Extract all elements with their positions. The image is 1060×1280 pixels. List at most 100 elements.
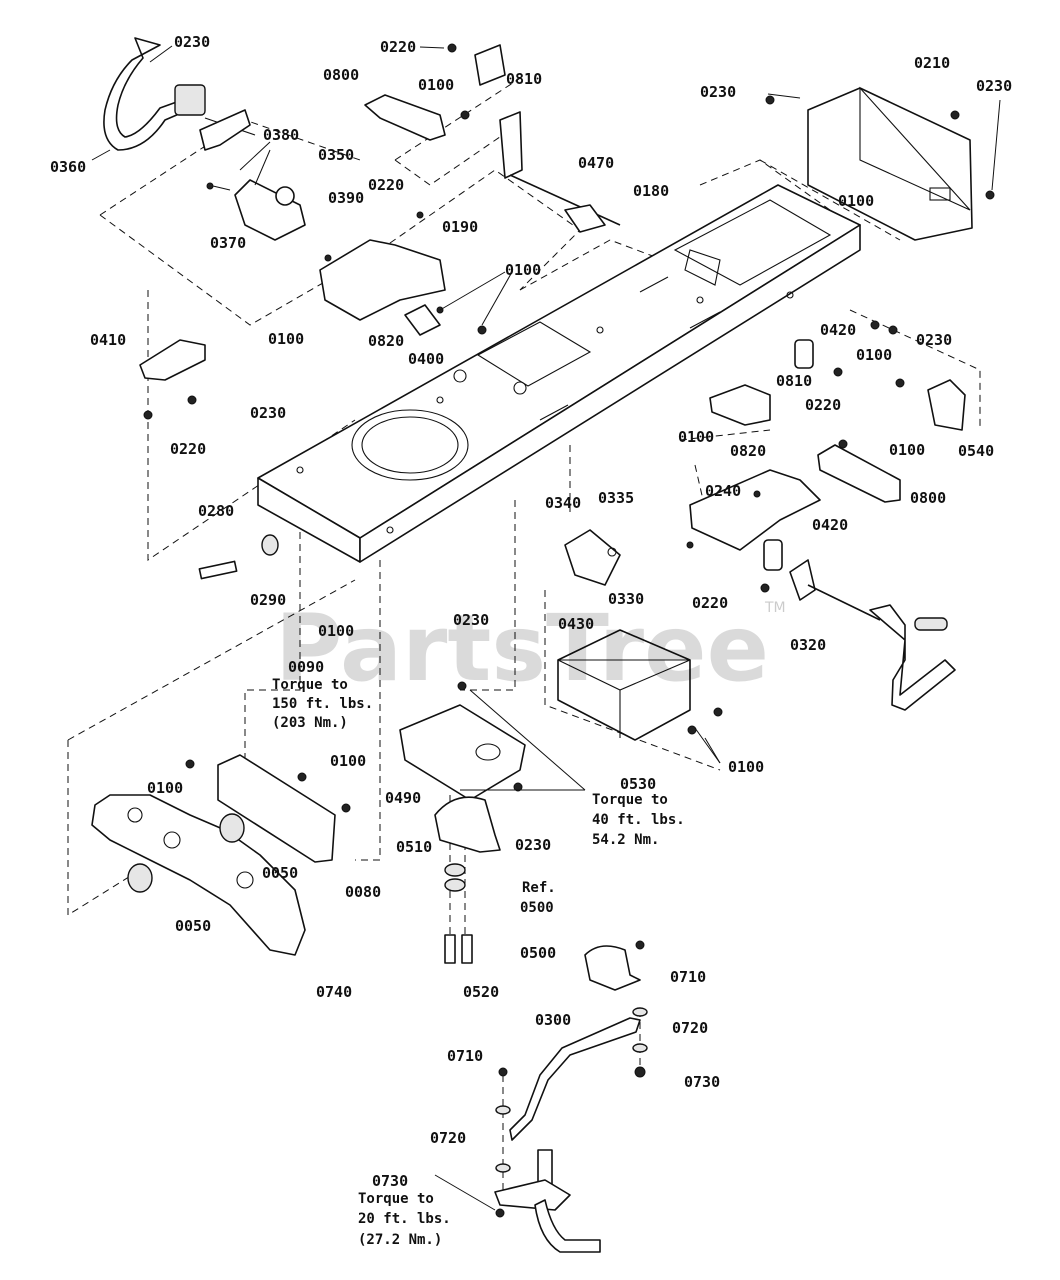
- label-0810: 0810: [506, 70, 542, 88]
- label-0820: 0820: [730, 442, 766, 460]
- label-0740: 0740: [316, 983, 352, 1001]
- label-0420: 0420: [820, 321, 856, 339]
- housing-0430: [557, 629, 723, 741]
- label-0220: 0220: [692, 594, 728, 612]
- note-line: 20 ft. lbs.: [358, 1211, 451, 1227]
- label-0300: 0300: [535, 1011, 571, 1029]
- bracket-0400: [404, 304, 487, 336]
- label-0220: 0220: [170, 440, 206, 458]
- bushing-0050-upper: [219, 813, 245, 843]
- label-0800: 0800: [323, 66, 359, 84]
- leader-lines: [91, 45, 1001, 1211]
- bracket-0800-right: [817, 439, 901, 503]
- label-0230: 0230: [453, 611, 489, 629]
- label-0420: 0420: [812, 516, 848, 534]
- watermark: PartsTree: [275, 595, 769, 702]
- label-0500: 0500: [520, 944, 556, 962]
- label-0230: 0230: [250, 404, 286, 422]
- label-0220: 0220: [805, 396, 841, 414]
- label-0050: 0050: [175, 917, 211, 935]
- main-frame-0180: [257, 184, 861, 563]
- washer-0280: [261, 534, 279, 556]
- label-0230: 0230: [700, 83, 736, 101]
- label-0380: 0380: [263, 126, 299, 144]
- label-0470: 0470: [578, 154, 614, 172]
- label-0100: 0100: [856, 346, 892, 364]
- front-axle-0740: [91, 794, 306, 956]
- bracket-0540: [870, 320, 966, 431]
- bracket-0370: [206, 179, 306, 241]
- label-0810: 0810: [776, 372, 812, 390]
- label-0710: 0710: [447, 1047, 483, 1065]
- bolt-0290: [198, 560, 238, 580]
- label-0720: 0720: [672, 1019, 708, 1037]
- note-line: (27.2 Nm.): [358, 1232, 442, 1248]
- label-0220: 0220: [368, 176, 404, 194]
- bushing-0050-lower: [127, 863, 153, 893]
- label-0100: 0100: [147, 779, 183, 797]
- sector-gear-0500: [584, 940, 645, 991]
- bracket-0190: [319, 211, 446, 321]
- shaft-0470: [499, 111, 621, 233]
- label-0730: 0730: [372, 1172, 408, 1190]
- label-0510: 0510: [396, 838, 432, 856]
- label-0100: 0100: [728, 758, 764, 776]
- note-line: 54.2 Nm.: [592, 832, 659, 848]
- label-0280: 0280: [198, 502, 234, 520]
- label-0100: 0100: [889, 441, 925, 459]
- bolts-0520: [444, 934, 473, 964]
- watermark-trademark: TM: [764, 600, 786, 616]
- bracket-0810-top: [447, 43, 506, 86]
- note-line: Torque to: [358, 1191, 434, 1207]
- label-0230: 0230: [515, 836, 551, 854]
- label-0410: 0410: [90, 331, 126, 349]
- label-0710: 0710: [670, 968, 706, 986]
- washer-0510: [444, 863, 466, 892]
- plate-0490: [399, 681, 526, 801]
- torque-note-0530: Torque to 40 ft. lbs. 54.2 Nm.: [592, 792, 685, 848]
- label-0230: 0230: [174, 33, 210, 51]
- bracket-0420-upper: [794, 339, 843, 377]
- plate-0210: [765, 86, 995, 241]
- torque-note-0090: Torque to 150 ft. lbs. (203 Nm.): [272, 677, 373, 731]
- bracket-0330: [564, 529, 621, 586]
- drag-link-0300: [495, 1007, 648, 1173]
- label-0100: 0100: [505, 261, 541, 279]
- label-0350: 0350: [318, 146, 354, 164]
- label-0390: 0390: [328, 189, 364, 207]
- label-0490: 0490: [385, 789, 421, 807]
- label-0240: 0240: [705, 482, 741, 500]
- pedal-0320: [789, 559, 956, 711]
- label-0430: 0430: [558, 615, 594, 633]
- label-0220: 0220: [380, 38, 416, 56]
- note-line: 0500: [520, 900, 554, 916]
- label-0050: 0050: [262, 864, 298, 882]
- label-0100: 0100: [838, 192, 874, 210]
- note-line: Ref.: [522, 880, 556, 896]
- label-0100: 0100: [318, 622, 354, 640]
- sector-gear-ref-0500: [434, 796, 501, 853]
- label-0230: 0230: [916, 331, 952, 349]
- label-0340: 0340: [545, 494, 581, 512]
- bracket-0240: [686, 469, 821, 551]
- label-0100: 0100: [678, 428, 714, 446]
- label-0520: 0520: [463, 983, 499, 1001]
- latch-0410: [139, 339, 206, 420]
- label-0330: 0330: [608, 590, 644, 608]
- note-line: Torque to: [592, 792, 668, 808]
- note-line: 40 ft. lbs.: [592, 812, 685, 828]
- steering-spindle: [494, 1149, 601, 1253]
- label-0540: 0540: [958, 442, 994, 460]
- torque-note-0730: Torque to 20 ft. lbs. (27.2 Nm.): [358, 1191, 451, 1248]
- note-line: (203 Nm.): [272, 715, 348, 731]
- label-0080: 0080: [345, 883, 381, 901]
- label-0335: 0335: [598, 489, 634, 507]
- label-0100: 0100: [418, 76, 454, 94]
- label-0820: 0820: [368, 332, 404, 350]
- label-0210: 0210: [914, 54, 950, 72]
- label-0800: 0800: [910, 489, 946, 507]
- label-0530: 0530: [620, 775, 656, 793]
- brake-pedal-0360: [103, 37, 256, 151]
- label-0320: 0320: [790, 636, 826, 654]
